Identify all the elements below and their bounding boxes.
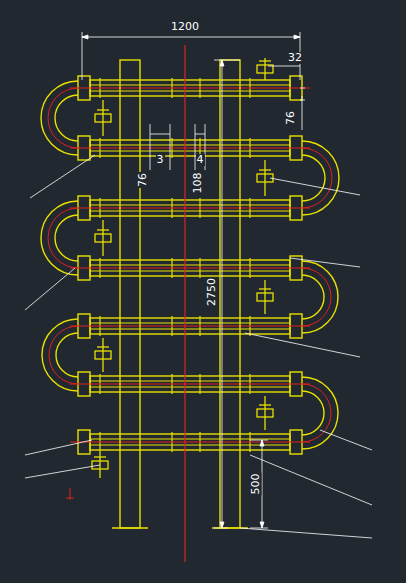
u-bend	[41, 81, 78, 155]
nozzle-mark	[66, 488, 74, 500]
dimension-text: 76	[285, 110, 297, 126]
valve-body	[95, 351, 111, 359]
valve-stem	[102, 220, 103, 256]
leader-lines	[25, 155, 372, 538]
support-columns	[112, 60, 248, 528]
valve-handle	[94, 456, 106, 457]
valve-body	[95, 234, 111, 242]
dimension-text: 1200	[170, 21, 200, 33]
valve-stem	[264, 160, 265, 196]
tube-axis	[70, 208, 310, 209]
valve-handle	[259, 169, 271, 170]
u-bend	[302, 275, 324, 319]
tube-axis	[70, 384, 310, 385]
tube-axis	[70, 442, 310, 443]
dimension-text: 3	[156, 154, 165, 166]
valves	[92, 58, 273, 478]
u-bend	[55, 95, 78, 141]
u-bend	[302, 377, 338, 449]
valve-handle	[97, 229, 109, 230]
u-bend	[48, 208, 78, 268]
hairpin-tubes	[41, 76, 339, 454]
valve-stem	[264, 280, 265, 314]
u-bend	[302, 261, 338, 333]
u-bend	[56, 333, 78, 377]
u-bend	[302, 155, 325, 201]
dimension-text: 2750	[206, 277, 218, 307]
u-bend	[302, 141, 339, 215]
u-bend	[48, 88, 78, 148]
dimension-lines	[82, 32, 305, 528]
valve-body	[95, 114, 111, 122]
valve-stem	[264, 396, 265, 430]
valve-stem	[102, 100, 103, 136]
u-bend	[55, 215, 78, 261]
tube-axis	[70, 326, 310, 327]
u-bend	[41, 201, 78, 275]
u-bend	[302, 148, 332, 208]
valve-handle	[259, 288, 271, 289]
tube-axis	[70, 148, 310, 149]
dimension-text: 32	[287, 52, 303, 64]
valve-handle	[259, 404, 271, 405]
valve-handle	[97, 109, 109, 110]
u-bend	[302, 391, 324, 435]
tube-axis	[70, 88, 310, 89]
u-bend	[302, 268, 331, 326]
u-bend	[49, 326, 78, 384]
tube-axis	[70, 268, 310, 269]
valve-handle	[259, 60, 271, 61]
dimension-text: 108	[191, 172, 203, 195]
valve-handle	[97, 346, 109, 347]
valve-body	[257, 293, 273, 301]
center-line	[184, 45, 185, 562]
valve-body	[257, 409, 273, 417]
dimension-text: 4	[196, 154, 205, 166]
dimension-text: 500	[249, 473, 261, 496]
dimension-text: 76	[137, 172, 149, 188]
valve-stem	[102, 338, 103, 372]
u-bend	[42, 319, 78, 391]
u-bend	[302, 384, 331, 442]
